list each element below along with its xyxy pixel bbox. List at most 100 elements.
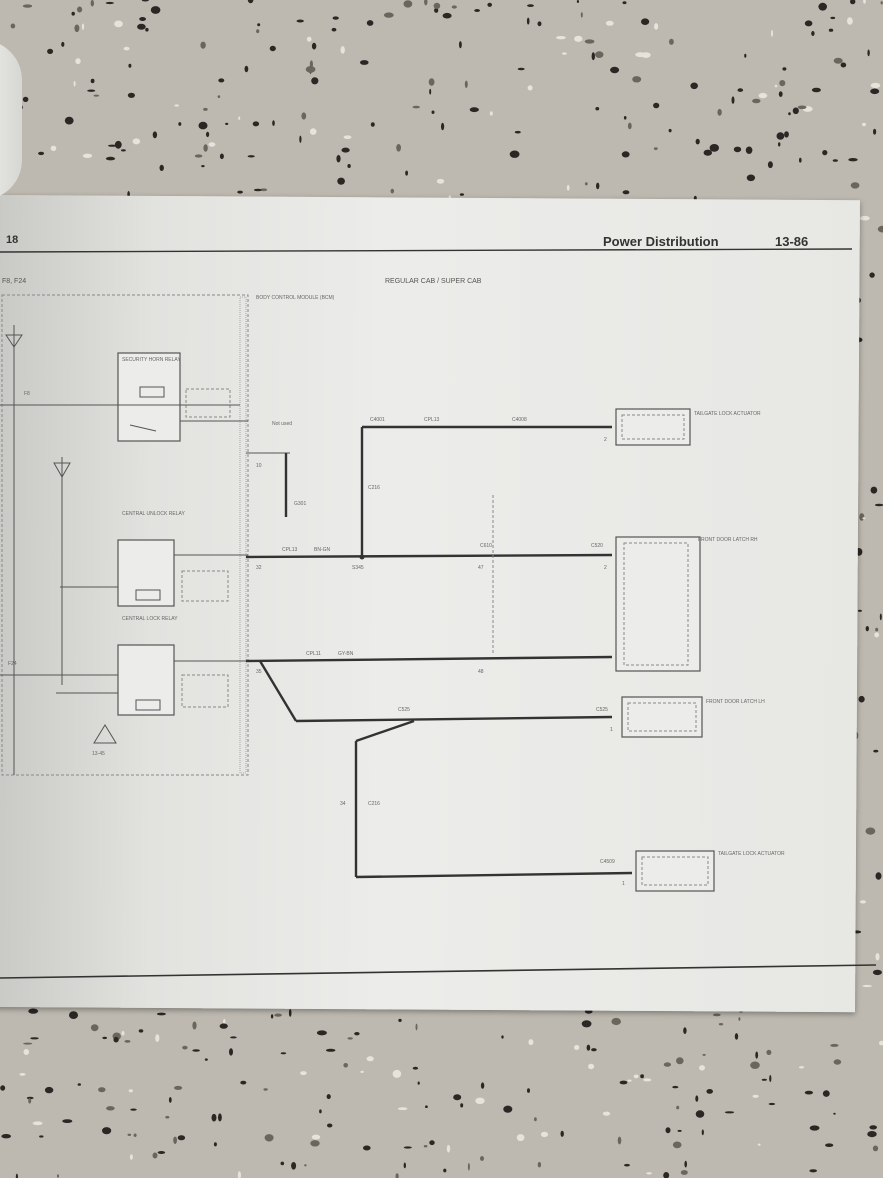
floor-speck xyxy=(311,1134,321,1140)
floor-speck xyxy=(240,1080,247,1085)
fuse-symbol-1 xyxy=(5,334,23,348)
floor-speck xyxy=(260,188,268,192)
floor-speck xyxy=(830,1043,839,1047)
floor-speck xyxy=(847,17,853,25)
connector-c4008-label: C4008 xyxy=(512,417,527,423)
floor-speck xyxy=(90,0,94,7)
wiring-diagram: REGULAR CAB / SUPER CAB BODY CONTROL MOD… xyxy=(0,248,877,979)
floor-speck xyxy=(218,78,225,83)
floor-speck xyxy=(44,1086,54,1094)
floor-speck xyxy=(431,110,435,114)
floor-speck xyxy=(737,88,744,92)
floor-speck xyxy=(537,21,542,27)
floor-speck xyxy=(442,12,452,19)
floor-speck xyxy=(113,1036,119,1043)
floor-speck xyxy=(366,20,374,26)
floor-speck xyxy=(804,1090,814,1095)
floor-speck xyxy=(392,1069,402,1078)
floor-speck xyxy=(77,6,83,13)
floor-speck xyxy=(768,1102,776,1106)
central-unlock-relay-label: CENTRAL UNLOCK RELAY xyxy=(122,511,185,517)
floor-speck xyxy=(469,107,479,113)
floor-speck xyxy=(30,1037,39,1040)
floor-speck xyxy=(306,36,312,42)
floor-speck xyxy=(436,178,445,184)
floor-speck xyxy=(229,1048,233,1056)
floor-speck xyxy=(319,1109,322,1114)
floor-speck xyxy=(87,89,96,92)
floor-speck xyxy=(870,82,881,89)
floor-speck xyxy=(537,1161,542,1168)
floor-speck xyxy=(272,120,275,126)
floor-speck xyxy=(778,142,781,147)
wire-bn-gn-label: BN-GN xyxy=(314,547,331,553)
connector-c4509-label: C4509 xyxy=(600,859,615,865)
floor-speck xyxy=(797,105,807,110)
page-number: 13-86 xyxy=(775,234,809,249)
horn-relay-dashed-box xyxy=(185,388,231,418)
floor-speck xyxy=(331,27,337,32)
floor-speck xyxy=(155,1034,160,1042)
pin-34-label: 34 xyxy=(340,801,346,807)
floor-speck xyxy=(127,1133,132,1137)
floor-speck xyxy=(383,12,394,18)
floor-speck xyxy=(459,193,464,196)
central-lock-relay-box xyxy=(117,644,175,716)
floor-speck xyxy=(566,184,570,191)
floor-speck xyxy=(596,182,600,190)
floor-speck xyxy=(822,150,828,156)
floor-speck xyxy=(611,1017,621,1026)
floor-speck xyxy=(684,1160,687,1168)
floor-speck xyxy=(22,4,33,8)
floor-speck xyxy=(782,67,787,71)
floor-speck xyxy=(875,953,880,961)
floor-speck xyxy=(706,1089,713,1094)
floor-speck xyxy=(517,67,525,71)
pin-35-label: 35 xyxy=(256,669,262,675)
floor-speck xyxy=(370,122,375,127)
floor-speck xyxy=(71,11,75,16)
floor-speck xyxy=(576,0,580,3)
floor-speck xyxy=(877,225,883,233)
floor-speck xyxy=(105,1,115,5)
floor-speck xyxy=(341,147,350,153)
floor-speck xyxy=(165,1115,170,1119)
floor-speck xyxy=(23,1042,33,1045)
floor-speck xyxy=(280,1052,287,1055)
floor-speck xyxy=(121,149,126,152)
floor-speck xyxy=(10,23,16,29)
floor-speck xyxy=(717,108,722,116)
floor-speck xyxy=(132,138,141,145)
floor-speck xyxy=(480,1156,484,1161)
floor-speck xyxy=(423,1145,428,1148)
floor-speck xyxy=(203,107,208,111)
floor-speck xyxy=(560,1130,564,1137)
floor-speck xyxy=(64,116,74,125)
floor-speck xyxy=(127,92,135,98)
header-rule xyxy=(0,248,853,253)
floor-speck xyxy=(310,1140,320,1147)
floor-speck xyxy=(586,1044,591,1051)
floor-speck xyxy=(501,1035,504,1039)
floor-speck xyxy=(480,1082,485,1089)
vehicle-codes: F8, F24 xyxy=(2,278,27,285)
floor-speck xyxy=(204,1058,208,1061)
front-door-latch-lh-label: FRONT DOOR LATCH LH xyxy=(706,699,765,705)
floor-speck xyxy=(663,1172,670,1178)
floor-speck xyxy=(833,1059,842,1065)
floor-speck xyxy=(256,29,260,34)
wire-tailgate-bottom xyxy=(355,871,633,879)
floor-speck xyxy=(771,29,773,37)
floor-speck xyxy=(203,144,208,152)
wire-cpl13-top-label: CPL13 xyxy=(424,417,440,423)
floor-speck xyxy=(761,1078,767,1081)
wire-branch-down xyxy=(355,719,415,743)
floor-speck xyxy=(464,80,468,89)
floor-speck xyxy=(137,23,146,30)
floor-speck xyxy=(105,156,116,161)
ground-symbol xyxy=(93,724,117,744)
floor-speck xyxy=(556,36,566,40)
floor-speck xyxy=(429,88,432,95)
floor-speck xyxy=(832,159,838,162)
floor-speck xyxy=(602,1111,611,1116)
